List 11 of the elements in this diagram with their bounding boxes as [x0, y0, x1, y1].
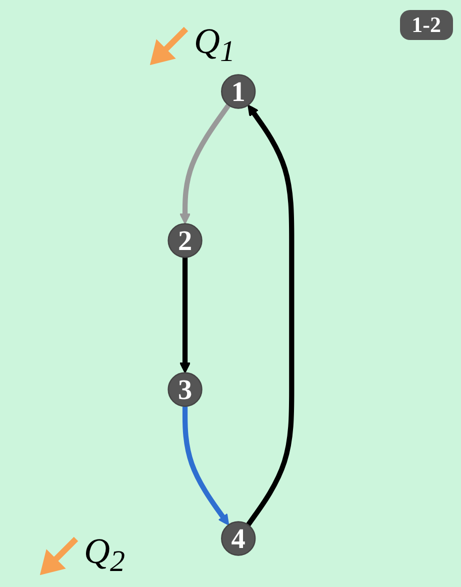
arrow — [246, 104, 294, 526]
node-circle: 3 — [168, 372, 202, 407]
arrow — [179, 257, 191, 374]
heat-label: Q$_{2}$ — [84, 530, 125, 580]
stage-tag: 1-2 — [400, 10, 453, 40]
node-circle: 4 — [221, 521, 256, 556]
arrow — [182, 406, 230, 526]
arrow — [179, 104, 231, 224]
node-circle: 1 — [221, 74, 256, 109]
node-circle: 2 — [168, 223, 202, 258]
heat-label: Q$_{1}$ — [194, 20, 235, 70]
